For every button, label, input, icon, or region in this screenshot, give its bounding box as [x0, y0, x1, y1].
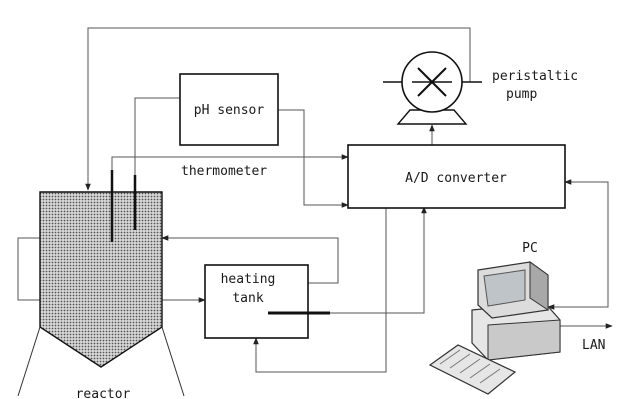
reactor-support-left	[17, 326, 41, 397]
converter-to-tank-line	[253, 208, 387, 373]
monitor-screen	[483, 269, 526, 307]
monitor-side	[529, 261, 549, 311]
reactor-vessel	[39, 191, 163, 368]
reactor: reactor	[17, 170, 185, 399]
ph-sensor-box	[179, 73, 279, 146]
heating-tank: heating tank	[204, 264, 330, 339]
ph-sensor: pH sensor	[179, 73, 279, 146]
ad-converter: A/D converter	[347, 144, 566, 209]
ad-converter-label: A/D converter	[405, 171, 507, 186]
thermometer-label: thermometer	[181, 164, 267, 179]
keyboard-icon	[428, 344, 517, 395]
tank-to-reactor-return-line	[161, 235, 339, 284]
pc-label: PC	[522, 241, 538, 256]
heating-tank-label-line1: heating	[221, 272, 276, 287]
reactor-label: reactor	[76, 387, 131, 399]
pump-label-line1: peristaltic	[492, 69, 578, 84]
ph-sensor-label: pH sensor	[194, 103, 265, 118]
computer-base-side	[487, 319, 561, 361]
reactor-support-right	[161, 326, 185, 397]
pc: PC LAN	[428, 241, 605, 395]
heating-tank-box	[204, 264, 309, 339]
keyboard-keys	[439, 349, 501, 384]
lan-label: LAN	[582, 338, 605, 353]
converter-pc-link-line	[547, 179, 609, 310]
heating-tank-label-line2: tank	[232, 291, 263, 306]
pump-label-line2: pump	[506, 87, 537, 102]
peristaltic-pump: peristaltic pump	[383, 51, 578, 125]
pump-to-reactor-line	[85, 27, 471, 191]
ad-converter-box	[347, 144, 566, 209]
